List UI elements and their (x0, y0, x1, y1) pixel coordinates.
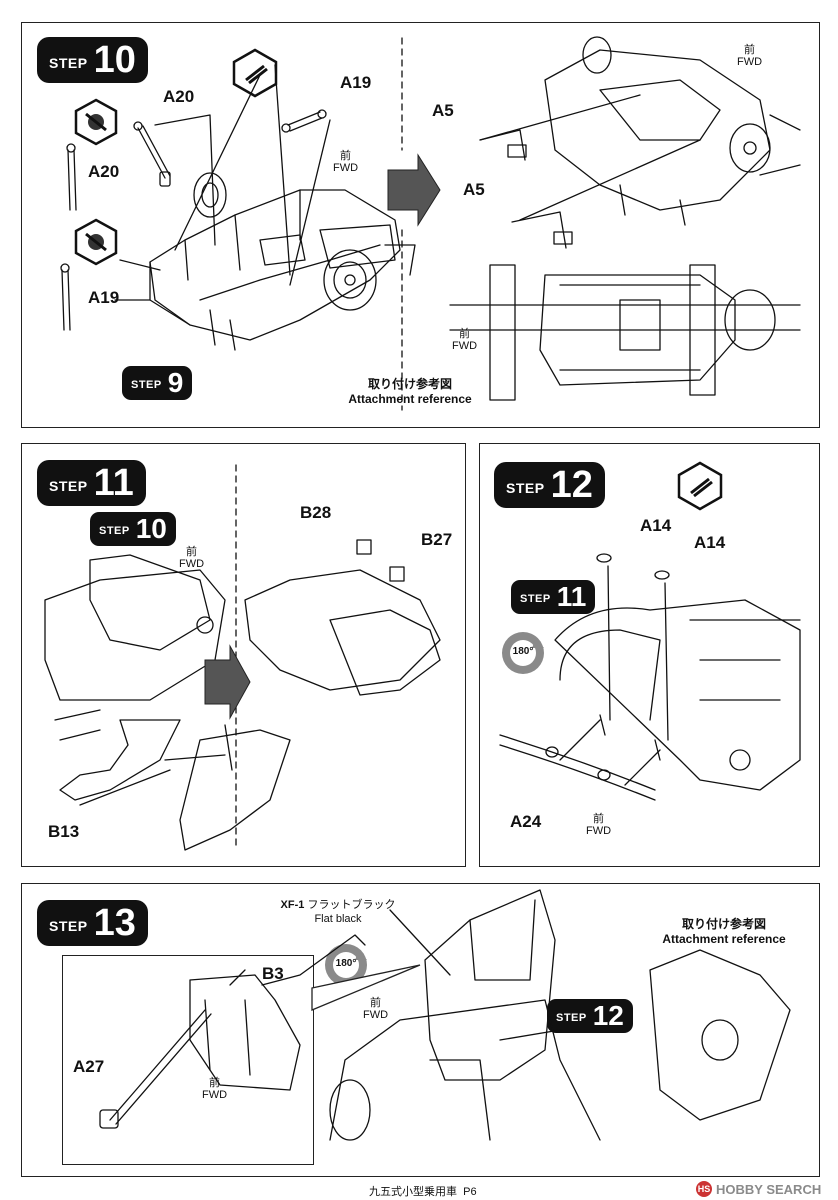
step-13-badge: STEP 13 (37, 900, 148, 946)
attachment-reference-caption: 取り付け参考図 Attachment reference (348, 377, 472, 406)
step-12-badge: STEP 12 (494, 462, 605, 508)
part-label-a19: A19 (340, 73, 372, 92)
rotate-180-icon-s13: 180° (323, 942, 369, 988)
part-label-b28: B28 (300, 503, 332, 522)
axle-drawing-s10 (479, 36, 801, 249)
chassis-drawing-s10 (114, 172, 416, 351)
cutter-hex-icon-a20 (74, 98, 118, 151)
step-10-panel: STEP 10 (21, 22, 820, 428)
page-footer: 九五式小型乗用車 P6 (369, 1186, 477, 1198)
part-label-a19-side: A19 (88, 288, 120, 307)
step-arrow-s11 (204, 644, 251, 720)
step-11-badge: STEP 11 (37, 460, 146, 506)
step-13-inset (62, 955, 314, 1165)
step-9-badge: STEP 9 (122, 366, 193, 400)
part-label-a20-side: A20 (88, 162, 120, 181)
part-label-b13: B13 (48, 822, 80, 841)
chassis-drawing-s11 (44, 464, 441, 851)
step-10-badge: STEP 10 (37, 37, 148, 83)
shock-absorber-parts (60, 64, 331, 331)
part-label-a27: A27 (73, 1057, 105, 1076)
watermark: HS HOBBY SEARCH (696, 1181, 822, 1197)
step-arrow-s10 (387, 153, 441, 227)
cement-hex-icon (232, 48, 278, 103)
chassis-drawing-s12 (499, 553, 801, 801)
step-12-ref-badge: STEP 12 (547, 999, 633, 1033)
chassis-drawing-s13 (99, 889, 791, 1141)
part-label-b27: B27 (421, 530, 453, 549)
part-label-a24: A24 (510, 812, 542, 831)
attachment-reference-caption-s13: 取り付け参考図 Attachment reference (662, 917, 786, 946)
part-label-a5-bottom: A5 (463, 180, 485, 199)
cement-hex-icon-s12 (677, 461, 723, 516)
part-label-b3: B3 (262, 964, 284, 983)
part-label-a5-top: A5 (432, 101, 454, 120)
step-10-ref-badge: STEP 10 (90, 512, 176, 546)
hobby-search-logo-icon: HS (696, 1181, 712, 1197)
part-label-a20: A20 (163, 87, 195, 106)
step-13-panel: STEP 13 (21, 883, 820, 1177)
cutter-hex-icon-a19 (74, 218, 118, 271)
part-label-a14-right: A14 (694, 533, 726, 552)
rotate-180-icon-s12: 180° (500, 630, 546, 676)
part-label-a14-left: A14 (640, 516, 672, 535)
paint-callout: XF-1 フラットブラック Flat black (280, 899, 396, 925)
step-12-panel: STEP 12 (479, 443, 820, 867)
step-11-ref-badge: STEP 11 (511, 580, 596, 614)
bottom-reference-drawing (449, 264, 801, 401)
